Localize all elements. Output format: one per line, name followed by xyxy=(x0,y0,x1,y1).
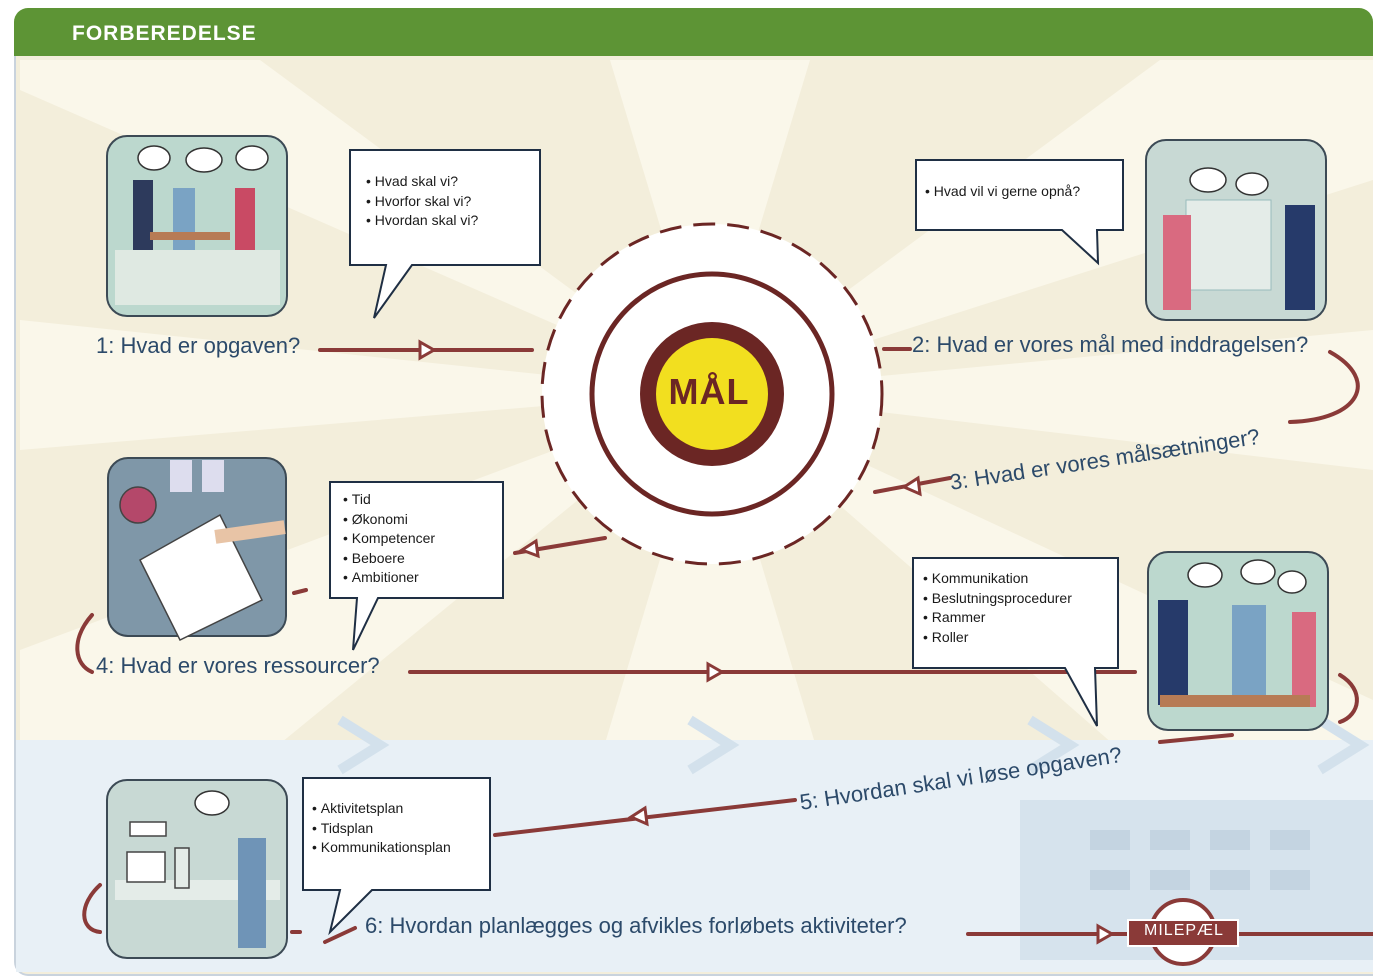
illustration-5 xyxy=(1147,551,1329,731)
header-bar: FORBEREDELSE xyxy=(14,8,1373,58)
bubble-4: Tid Økonomi Kompetencer Beboere Ambition… xyxy=(343,490,435,588)
question-2: 2: Hvad er vores mål med inddragelsen? xyxy=(912,332,1309,357)
illustration-6 xyxy=(106,779,288,959)
question-bubble-icon xyxy=(137,145,269,173)
illustration-1 xyxy=(106,135,288,317)
bubble-5-item: Roller xyxy=(923,628,1072,648)
bubble-4-item: Tid xyxy=(343,490,435,510)
bubble-5-item: Rammer xyxy=(923,608,1072,628)
bubble-5: Kommunikation Beslutningsprocedurer Ramm… xyxy=(923,569,1072,647)
bubble-5-item: Kommunikation xyxy=(923,569,1072,589)
computer-icon xyxy=(126,851,166,883)
bubble-5-item: Beslutningsprocedurer xyxy=(923,589,1072,609)
bubble-1-item: Hvorfor skal vi? xyxy=(366,192,478,212)
bubble-4-item: Økonomi xyxy=(343,510,435,530)
bubble-1: Hvad skal vi? Hvorfor skal vi? Hvordan s… xyxy=(366,172,479,231)
bubble-6-item: Tidsplan xyxy=(312,819,451,839)
bubble-4-item: Beboere xyxy=(343,549,435,569)
bubble-2: Hvad vil vi gerne opnå? xyxy=(925,182,1080,202)
bubble-4-item: Ambitioner xyxy=(343,568,435,588)
bubble-6: Aktivitetsplan Tidsplan Kommunikationspl… xyxy=(312,799,451,858)
phone-icon xyxy=(194,790,230,816)
illustration-2 xyxy=(1145,139,1327,321)
clock-icon xyxy=(119,486,157,524)
page-title: FORBEREDELSE xyxy=(72,22,257,45)
milestone-badge xyxy=(1127,898,1239,966)
bubble-1-item: Hvordan skal vi? xyxy=(366,211,479,231)
bubble-6-item: Kommunikationsplan xyxy=(312,838,451,858)
bubble-6-item: Aktivitetsplan xyxy=(312,799,451,819)
bubble-4-item: Kompetencer xyxy=(343,529,435,549)
arrowheads xyxy=(418,339,1116,945)
heart-bubble-icon xyxy=(1189,167,1269,196)
bubble-1-item: Hvad skal vi? xyxy=(366,172,478,192)
bubble-2-item: Hvad vil vi gerne opnå? xyxy=(925,182,1080,202)
illustration-4 xyxy=(107,457,287,641)
question-1: 1: Hvad er opgaven? xyxy=(96,333,301,358)
question-4: 4: Hvad er vores ressourcer? xyxy=(96,653,380,678)
goal-label: MÅL xyxy=(668,371,750,412)
goal-target xyxy=(540,222,884,566)
milestone-label: MILEPÆL xyxy=(1144,922,1224,939)
question-6: 6: Hvordan planlægges og afvikles forløb… xyxy=(365,913,907,938)
